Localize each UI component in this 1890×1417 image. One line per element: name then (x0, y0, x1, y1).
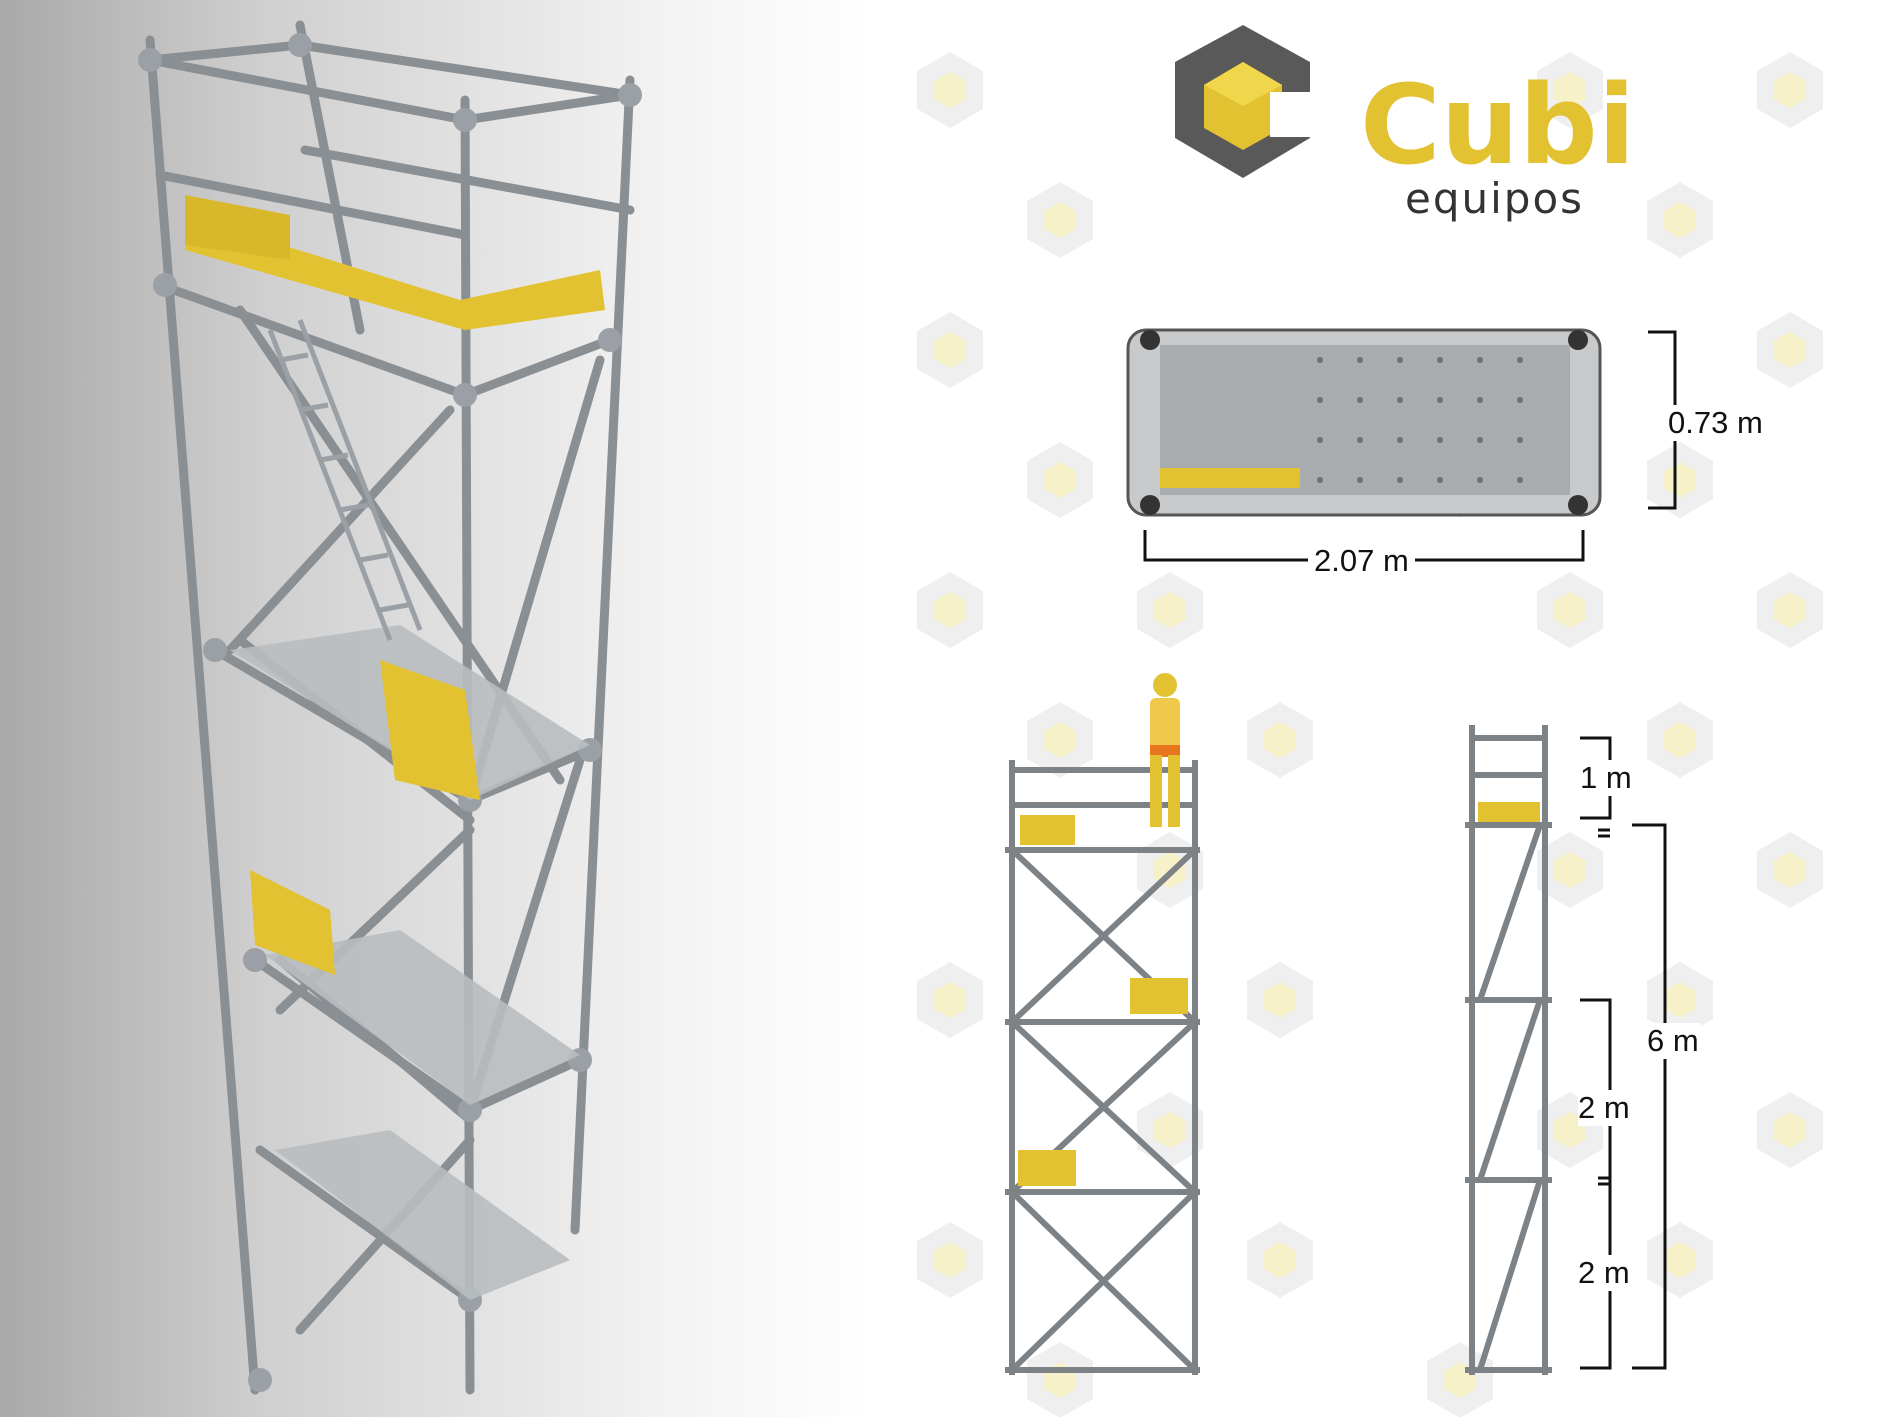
brand-tagline: equipos (1405, 174, 1585, 223)
side-segment-middle-label: 2 m (1578, 1090, 1630, 1126)
brand-name: Cubi (1360, 61, 1636, 189)
top-view-width-label: 0.73 m (1666, 405, 1765, 441)
side-segment-bottom-label: 2 m (1578, 1255, 1630, 1291)
cube-c-logo-icon (1175, 25, 1315, 178)
top-view-length-label: 2.07 m (1308, 543, 1415, 579)
side-segment-top-label: 1 m (1580, 760, 1632, 796)
side-total-height-label: 6 m (1645, 1023, 1701, 1059)
scaffold-perspective-render (138, 20, 642, 1395)
worker-figure-icon (1150, 673, 1180, 827)
